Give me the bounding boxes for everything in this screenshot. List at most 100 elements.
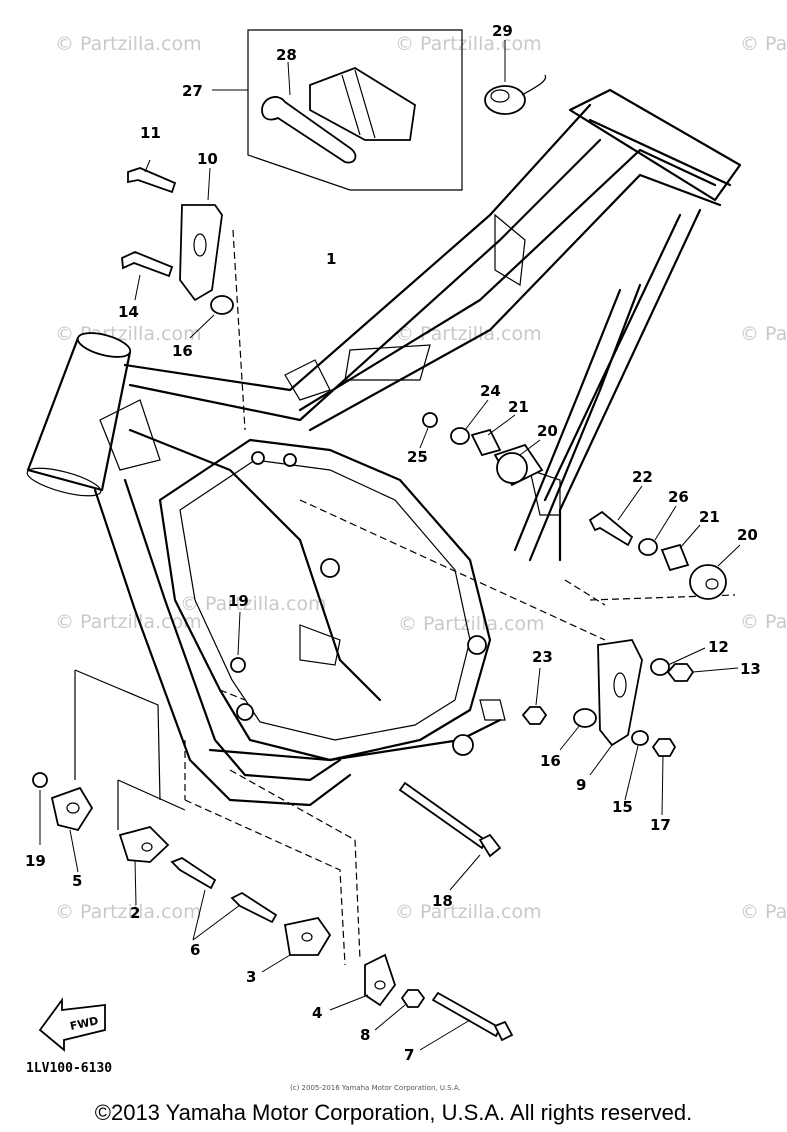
damper-20b-hole [705, 578, 719, 590]
bolt-7 [431, 991, 502, 1038]
leader-line [464, 399, 489, 431]
callout-1: 1 [326, 250, 336, 268]
callout-6: 6 [190, 941, 200, 959]
alignment-line [564, 579, 606, 606]
watermark: © Partzilla.com [395, 901, 542, 923]
callout-11: 11 [140, 124, 161, 142]
callout-27: 27 [182, 82, 203, 100]
nut-19 [32, 772, 48, 788]
tool-kit-group [212, 29, 463, 191]
pivot-boss [452, 734, 474, 756]
frame-gusset [284, 359, 331, 401]
alignment-line [589, 594, 736, 601]
alignment-bracket [117, 779, 186, 830]
bracket-9-plate [597, 639, 643, 747]
bracket-3 [283, 916, 332, 956]
leader-line [617, 485, 643, 521]
bracket-9-hole [613, 672, 627, 698]
down-tube-left-inner [123, 478, 342, 782]
watermark: © Partzilla.com [180, 593, 327, 615]
engine-cradle-inner [179, 459, 471, 741]
alignment-lines [74, 229, 736, 966]
leader-line [589, 744, 613, 776]
washer-16b [573, 708, 597, 728]
callout-5: 5 [72, 872, 82, 890]
frame-gusset [494, 213, 526, 286]
leader-line [261, 954, 291, 973]
bolt-22 [588, 510, 634, 547]
collar-tab [521, 74, 547, 96]
watermark: © Partzilla.com [398, 613, 545, 635]
down-tube-left [93, 488, 352, 807]
leader-line [419, 427, 429, 449]
watermark: © Partzilla.com [55, 33, 202, 55]
bracket-2-hole [141, 842, 153, 852]
top-rail-left-lower [128, 138, 602, 422]
small-copyright: (c) 2005-2016 Yamaha Motor Corporation, … [290, 1084, 461, 1092]
bracket-5-hole [66, 802, 80, 814]
leader-line [374, 1004, 406, 1031]
leader-line [661, 755, 664, 816]
callout-16b: 16 [540, 752, 561, 770]
leader-line [134, 859, 137, 906]
callout-3: 3 [246, 968, 256, 986]
tool-bag-strap [341, 69, 376, 139]
bolt-18-group [230, 611, 502, 891]
rear-stay-left [528, 283, 642, 562]
leader-line [535, 667, 541, 706]
callout-9: 9 [576, 776, 586, 794]
damper-20-face [496, 452, 528, 484]
watermark: © Partzilla.com [740, 901, 787, 923]
nut-23 [521, 706, 548, 725]
callout-20: 20 [537, 422, 558, 440]
leader-line [207, 167, 211, 201]
callout-29: 29 [492, 22, 513, 40]
alignment-line [299, 499, 606, 641]
callout-26: 26 [668, 488, 689, 506]
bracket-2 [118, 825, 170, 863]
fwd-arrow: FWD [38, 997, 106, 1052]
nut-13 [666, 663, 695, 682]
bolt-14 [121, 251, 174, 278]
callout-17: 17 [650, 816, 671, 834]
callout-7: 7 [404, 1046, 414, 1064]
collar-hole [490, 89, 510, 103]
top-rail-left [123, 103, 592, 392]
diagram-code: 1LV100-6130 [26, 1061, 112, 1076]
down-tube-right [128, 428, 382, 702]
frame-gusset [529, 469, 561, 516]
callout-21b: 21 [699, 508, 720, 526]
bolt-6a [170, 856, 217, 890]
leader-line [519, 439, 541, 456]
alignment-line [219, 689, 246, 701]
lower-rail [208, 718, 502, 762]
bracket-4 [364, 953, 397, 1007]
callout-2: 2 [130, 904, 140, 922]
fwd-arrow-icon [38, 997, 106, 1052]
callout-21: 21 [508, 398, 529, 416]
callout-23: 23 [532, 648, 553, 666]
collar-body [484, 85, 526, 115]
rear-stay-left-inner [513, 288, 622, 552]
leader-line [667, 647, 706, 666]
watermark: © Partzilla.com [55, 901, 202, 923]
callout-18: 18 [432, 892, 453, 910]
watermark: © Partzilla.com [740, 611, 787, 633]
callout-24: 24 [480, 382, 501, 400]
head-tube-top [76, 332, 132, 358]
bolt-18-head [478, 833, 502, 858]
washer-12 [650, 658, 670, 676]
fwd-label: FWD [69, 1014, 100, 1033]
tool-kit-box [247, 29, 463, 191]
watermark: © Partzilla.com [395, 33, 542, 55]
leader-line [134, 274, 141, 301]
bracket-plate [179, 204, 223, 302]
callout-19b: 19 [25, 852, 46, 870]
callout-28: 28 [276, 46, 297, 64]
callout-22: 22 [632, 468, 653, 486]
leader-line [654, 505, 677, 541]
rear-cross-member [568, 88, 742, 202]
bolt-18 [398, 781, 487, 850]
bracket-3-hole [301, 932, 313, 942]
